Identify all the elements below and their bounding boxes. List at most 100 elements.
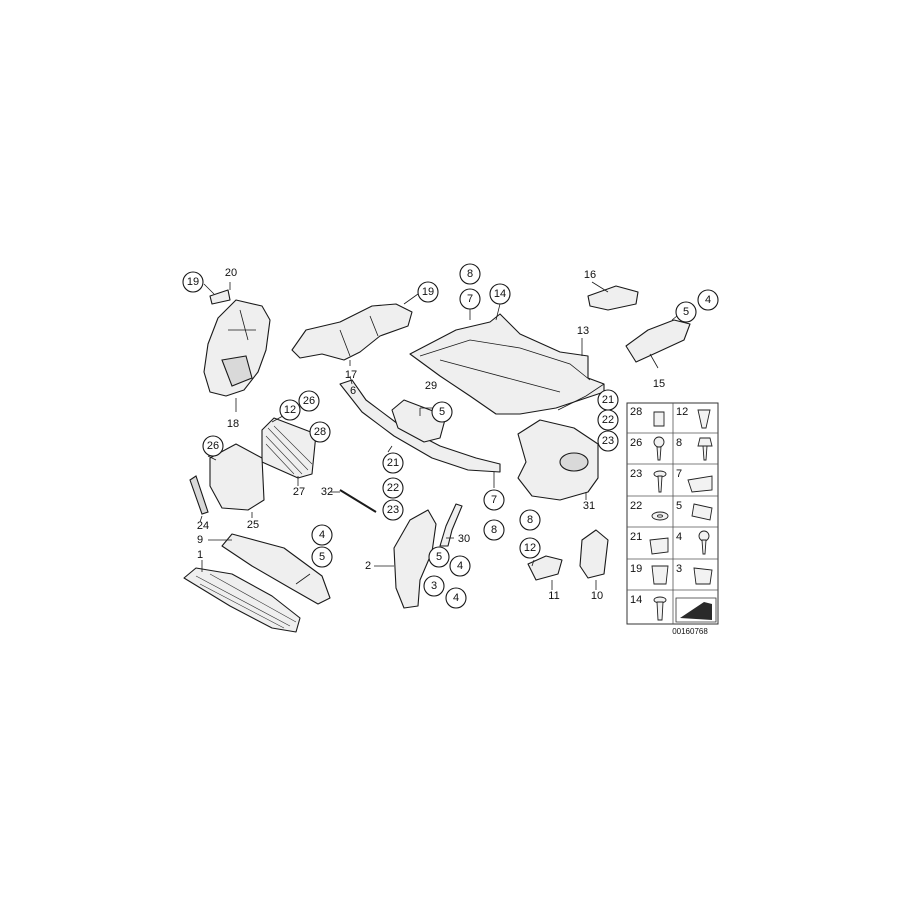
legend-label: 28	[630, 406, 642, 418]
callout-32: 32	[321, 486, 333, 498]
callout-12: 12	[519, 537, 541, 559]
callout-4: 4	[697, 289, 719, 311]
callout-30: 30	[458, 533, 470, 545]
callout-29: 29	[425, 380, 437, 392]
svg-text:4: 4	[319, 529, 325, 541]
callout-7: 7	[483, 489, 505, 511]
svg-text:8: 8	[491, 524, 497, 536]
callout-15: 15	[653, 378, 665, 390]
callout-1: 1	[197, 549, 203, 561]
callout-24: 24	[197, 520, 209, 532]
callout-26: 26	[202, 435, 224, 457]
svg-text:4: 4	[705, 294, 711, 306]
callout-22: 22	[597, 409, 619, 431]
svg-text:7: 7	[467, 293, 473, 305]
legend-label: 14	[630, 594, 642, 606]
part-10-bracket	[579, 529, 609, 579]
svg-text:23: 23	[602, 435, 614, 447]
callout-5: 5	[675, 301, 697, 323]
legend-label: 8	[676, 437, 682, 449]
callout-21: 21	[382, 452, 404, 474]
part-31-cover	[517, 419, 599, 501]
legend-label: 26	[630, 437, 642, 449]
svg-text:12: 12	[524, 542, 536, 554]
part-25-duct	[209, 443, 265, 511]
legend-label: 3	[676, 563, 682, 575]
part-6-spoiler-lip	[339, 379, 501, 473]
callout-7: 7	[459, 288, 481, 310]
callout-4: 4	[445, 587, 467, 609]
svg-text:8: 8	[467, 268, 473, 280]
svg-text:5: 5	[319, 551, 325, 563]
callout-31: 31	[583, 500, 595, 512]
fastener-legend: 28 12 26 8 23 7 22 5 21 4 19 3	[626, 402, 719, 636]
svg-text:19: 19	[422, 286, 434, 298]
svg-text:28: 28	[314, 426, 326, 438]
callout-3: 3	[423, 575, 445, 597]
legend-label: 23	[630, 468, 642, 480]
part-18-trim	[203, 299, 271, 397]
svg-text:7: 7	[491, 494, 497, 506]
callout-5: 5	[428, 546, 450, 568]
callout-5: 5	[431, 401, 453, 423]
callout-8: 8	[519, 509, 541, 531]
legend-label: 5	[676, 500, 682, 512]
part-20-clip	[209, 289, 231, 305]
legend-label: 21	[630, 531, 642, 543]
legend-label: 4	[676, 531, 682, 543]
legend-label: 22	[630, 500, 642, 512]
svg-text:4: 4	[457, 560, 463, 572]
callout-2: 2	[365, 560, 371, 572]
callout-10: 10	[591, 590, 603, 602]
callout-13: 13	[577, 325, 589, 337]
part-13-underbody-panel	[409, 313, 605, 415]
legend-label: 19	[630, 563, 642, 575]
callout-12: 12	[279, 399, 301, 421]
part-1-grille	[183, 567, 301, 633]
svg-text:5: 5	[683, 306, 689, 318]
svg-text:14: 14	[494, 288, 506, 300]
callout-25: 25	[247, 519, 259, 531]
callout-20: 20	[225, 267, 237, 279]
part-11-bracket	[527, 555, 563, 581]
callout-18: 18	[227, 418, 239, 430]
svg-text:22: 22	[387, 482, 399, 494]
callout-6: 6	[350, 385, 356, 397]
svg-text:8: 8	[527, 514, 533, 526]
callout-26: 26	[298, 390, 320, 412]
part-32-rod	[339, 489, 377, 513]
callout-28: 28	[309, 421, 331, 443]
svg-text:23: 23	[387, 504, 399, 516]
callout-8: 8	[459, 263, 481, 285]
part-16-bracket	[587, 285, 639, 311]
callout-9: 9	[197, 534, 203, 546]
part-9-support	[221, 533, 331, 605]
part-2-bracket	[393, 509, 437, 609]
callout-27: 27	[293, 486, 305, 498]
part-15-bracket	[625, 319, 691, 363]
svg-text:26: 26	[207, 440, 219, 452]
callout-22: 22	[382, 477, 404, 499]
svg-text:19: 19	[187, 276, 199, 288]
part-30-strut	[439, 503, 463, 547]
callout-5: 5	[311, 546, 333, 568]
callout-23: 23	[597, 430, 619, 452]
arrow-icon	[675, 597, 717, 623]
svg-text:3: 3	[431, 580, 437, 592]
callout-4: 4	[311, 524, 333, 546]
callouts: 19 20 18 17 19 6 8 7 14 13 16 5 4 15 29 …	[182, 263, 719, 609]
callout-11: 11	[548, 590, 559, 602]
part-17-liner	[291, 303, 413, 361]
svg-text:4: 4	[453, 592, 459, 604]
callout-16: 16	[584, 269, 596, 281]
part-27-mesh	[261, 417, 317, 479]
svg-text:5: 5	[436, 551, 442, 563]
svg-text:5: 5	[439, 406, 445, 418]
part-24-strip	[189, 475, 209, 515]
svg-text:12: 12	[284, 404, 296, 416]
callout-17: 17	[345, 369, 357, 381]
part-29-plate	[391, 399, 447, 443]
callout-14: 14	[489, 283, 511, 305]
legend-label: 7	[676, 468, 682, 480]
